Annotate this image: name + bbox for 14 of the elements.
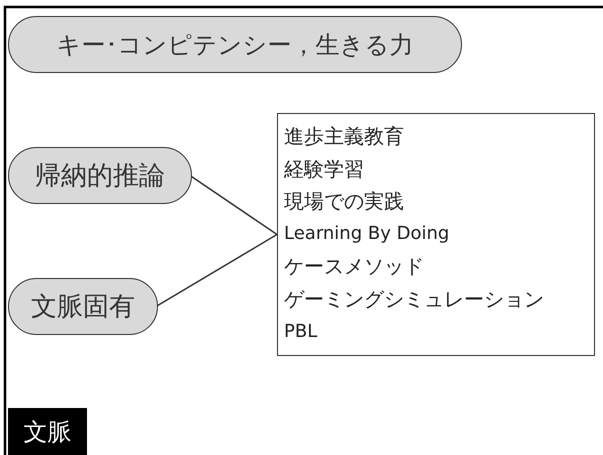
list-item: 進歩主義教育 xyxy=(284,123,405,150)
label-box: 文脈 xyxy=(8,408,87,455)
method-list-box xyxy=(277,113,595,356)
concept-pill: 帰納的推論 xyxy=(8,147,192,204)
list-item: PBL xyxy=(284,320,318,344)
list-item: 現場での実践 xyxy=(284,188,405,216)
list-item: ケースメソッド xyxy=(284,253,425,280)
connector-line xyxy=(190,174,278,236)
title-pill: キー･コンピテンシー，生きる力 xyxy=(8,16,462,73)
concept-pill: 文脈固有 xyxy=(8,278,158,335)
connector-line xyxy=(156,234,278,308)
list-item: Learning By Doing xyxy=(284,222,450,246)
list-item: ゲーミングシミュレーション xyxy=(284,286,545,313)
list-item: 経験学習 xyxy=(284,156,365,183)
